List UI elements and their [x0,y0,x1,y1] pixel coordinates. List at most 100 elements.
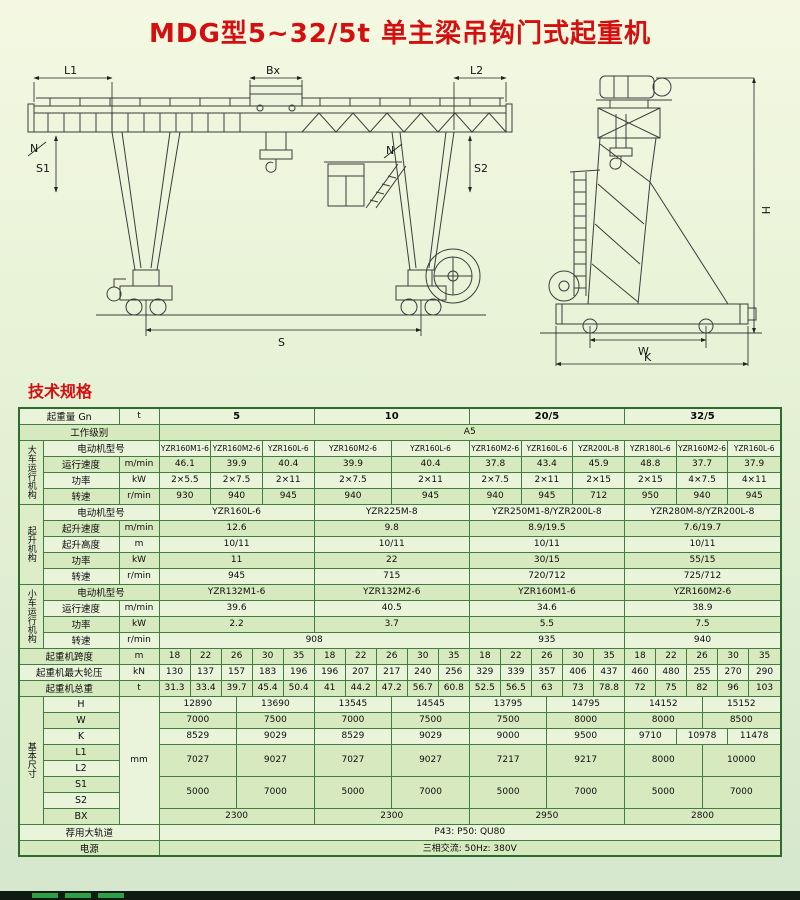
capacity-group-32-5: 32/5 [623,407,782,425]
spec-value-cell: 7000 [236,775,315,809]
spec-value-cell: 7000 [313,711,393,729]
spec-value-cell: 940 [468,487,522,505]
total-weight-label: 起重机总重 [18,679,120,697]
spec-value-cell: 39.9 [210,455,263,473]
spec-value-cell: 460 [623,663,657,681]
spec-value-cell: 75 [654,679,688,697]
spec-value-cell: YZR132M2-6 [313,583,470,601]
spec-value-cell: YZR160M2-6 [313,439,393,457]
spec-value-cell: 14795 [546,695,625,713]
spec-value-cell: 945 [158,567,315,585]
spec-value-cell: 7027 [313,743,393,777]
spec-value-cell: 9000 [468,727,548,745]
spec-value-cell: 2×15 [572,471,625,489]
spec-value-cell: 2.2 [158,615,315,633]
spec-value-cell: 2300 [158,807,315,825]
spec-value-cell: 940 [675,487,729,505]
spec-value-cell: 22 [313,551,470,569]
spec-value-cell: 256 [437,663,470,681]
spec-value-cell: 26 [530,647,563,665]
spec-value-cell: m/min [118,519,160,537]
spec-value-cell: 47.2 [375,679,408,697]
footer-decoration-block [98,893,124,898]
spec-value-cell: 30/15 [468,551,625,569]
spec-value-cell: kN [118,663,160,681]
spec-value-cell: 9.8 [313,519,470,537]
spec-value-cell: 240 [406,663,439,681]
spec-value-cell: 130 [158,663,191,681]
spec-value-cell: 8500 [701,711,782,729]
spec-value-cell: 56.7 [406,679,439,697]
dim-label-l2: L2 [470,64,483,77]
basic-dimensions-label: 基本尺寸 [18,695,44,825]
spec-label-cell: 功率 [42,471,120,489]
spec-value-cell: 18 [313,647,346,665]
spec-label-cell: BX [42,807,120,825]
spec-value-cell: 9217 [546,743,625,777]
spec-value-cell: 2×7.5 [210,471,263,489]
spec-label-cell: L1 [42,743,120,761]
spec-value-cell: t [118,679,160,697]
spec-value-cell: 196 [282,663,315,681]
spec-value-cell: 72 [623,679,657,697]
spec-value-cell: 10978 [675,727,729,745]
spec-value-cell: YZR160M1-6 [468,583,625,601]
spec-value-cell: 34.6 [468,599,625,617]
spec-label-cell: 运行速度 [42,599,120,617]
spec-value-cell: 73 [561,679,594,697]
spec-value-cell: 290 [748,663,782,681]
side-view-drawing [540,75,762,334]
spec-value-cell: 30 [561,647,594,665]
capacity-group-20-5: 20/5 [468,407,625,425]
spec-value-cell: 940 [623,631,782,649]
spec-value-cell: 10000 [701,743,782,777]
spec-value-cell: m/min [118,599,160,617]
spec-label-cell: W [42,711,120,729]
spec-value-cell: 2×15 [623,471,677,489]
footer-decoration-block [32,893,58,898]
capacity-group-5: 5 [158,407,315,425]
spec-value-cell: 950 [623,487,677,505]
spec-value-cell: 7500 [468,711,548,729]
spec-value-cell: 30 [717,647,750,665]
page-title: MDG型5~32/5t 单主梁吊钩门式起重机 [149,19,651,49]
spec-value-cell: 7.6/19.7 [623,519,782,537]
spec-value-cell: YZR280M-8/YZR200L-8 [623,503,782,521]
spec-value-cell: 10/11 [158,535,315,553]
spec-value-cell: 2800 [623,807,782,825]
spec-value-cell: 2950 [468,807,625,825]
spec-value-cell: 7217 [468,743,548,777]
spec-value-cell: 56.5 [499,679,532,697]
spec-value-cell: YZR132M1-6 [158,583,315,601]
spec-value-cell: 60.8 [437,679,470,697]
spec-value-cell: 8529 [158,727,238,745]
spec-value-cell: 13690 [236,695,315,713]
spec-value-cell: YZR160L-6 [520,439,574,457]
dimensions-unit: mm [118,695,160,825]
spec-value-cell: 44.2 [344,679,377,697]
footer-strip [0,891,800,900]
spec-value-cell: 26 [375,647,408,665]
spec-value-cell: 22 [344,647,377,665]
spec-value-cell: 2×5.5 [158,471,212,489]
spec-value-cell: 39.6 [158,599,315,617]
spec-value-cell: m [118,647,160,665]
max-wheel-load-label: 起重机最大轮压 [18,663,120,681]
spec-value-cell: 9500 [546,727,625,745]
spec-value-cell: 930 [158,487,212,505]
spec-value-cell: YZR160M2-6 [468,439,522,457]
spec-value-cell: 2300 [313,807,470,825]
spec-value-cell: 41 [313,679,346,697]
spec-value-cell: 5.5 [468,615,625,633]
spec-value-cell: 11 [158,551,315,569]
spec-value-cell: 39.7 [220,679,253,697]
spec-value-cell: 13545 [313,695,393,713]
spec-value-cell: YZR160M2-6 [675,439,729,457]
spec-value-cell: 37.8 [468,455,522,473]
spec-value-cell: 9029 [236,727,315,745]
spec-value-cell: 7500 [236,711,315,729]
spec-value-cell: YZR160L-6 [261,439,315,457]
spec-value-cell: 18 [468,647,501,665]
spec-value-cell: 63 [530,679,563,697]
